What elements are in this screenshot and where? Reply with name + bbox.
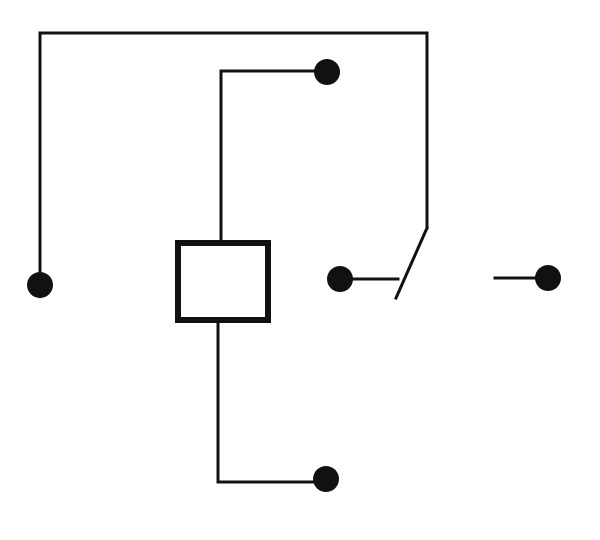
middle-terminal — [327, 266, 353, 292]
relay-coil — [175, 240, 271, 323]
right-terminal — [535, 265, 561, 291]
bottom-terminal — [313, 466, 339, 492]
switch-blade — [394, 226, 429, 300]
top-terminal — [314, 59, 340, 85]
coil-top-wire — [219, 69, 329, 245]
left-terminal — [27, 272, 53, 298]
outer-loop-wire — [38, 31, 429, 285]
coil-bottom-wire — [216, 318, 328, 484]
